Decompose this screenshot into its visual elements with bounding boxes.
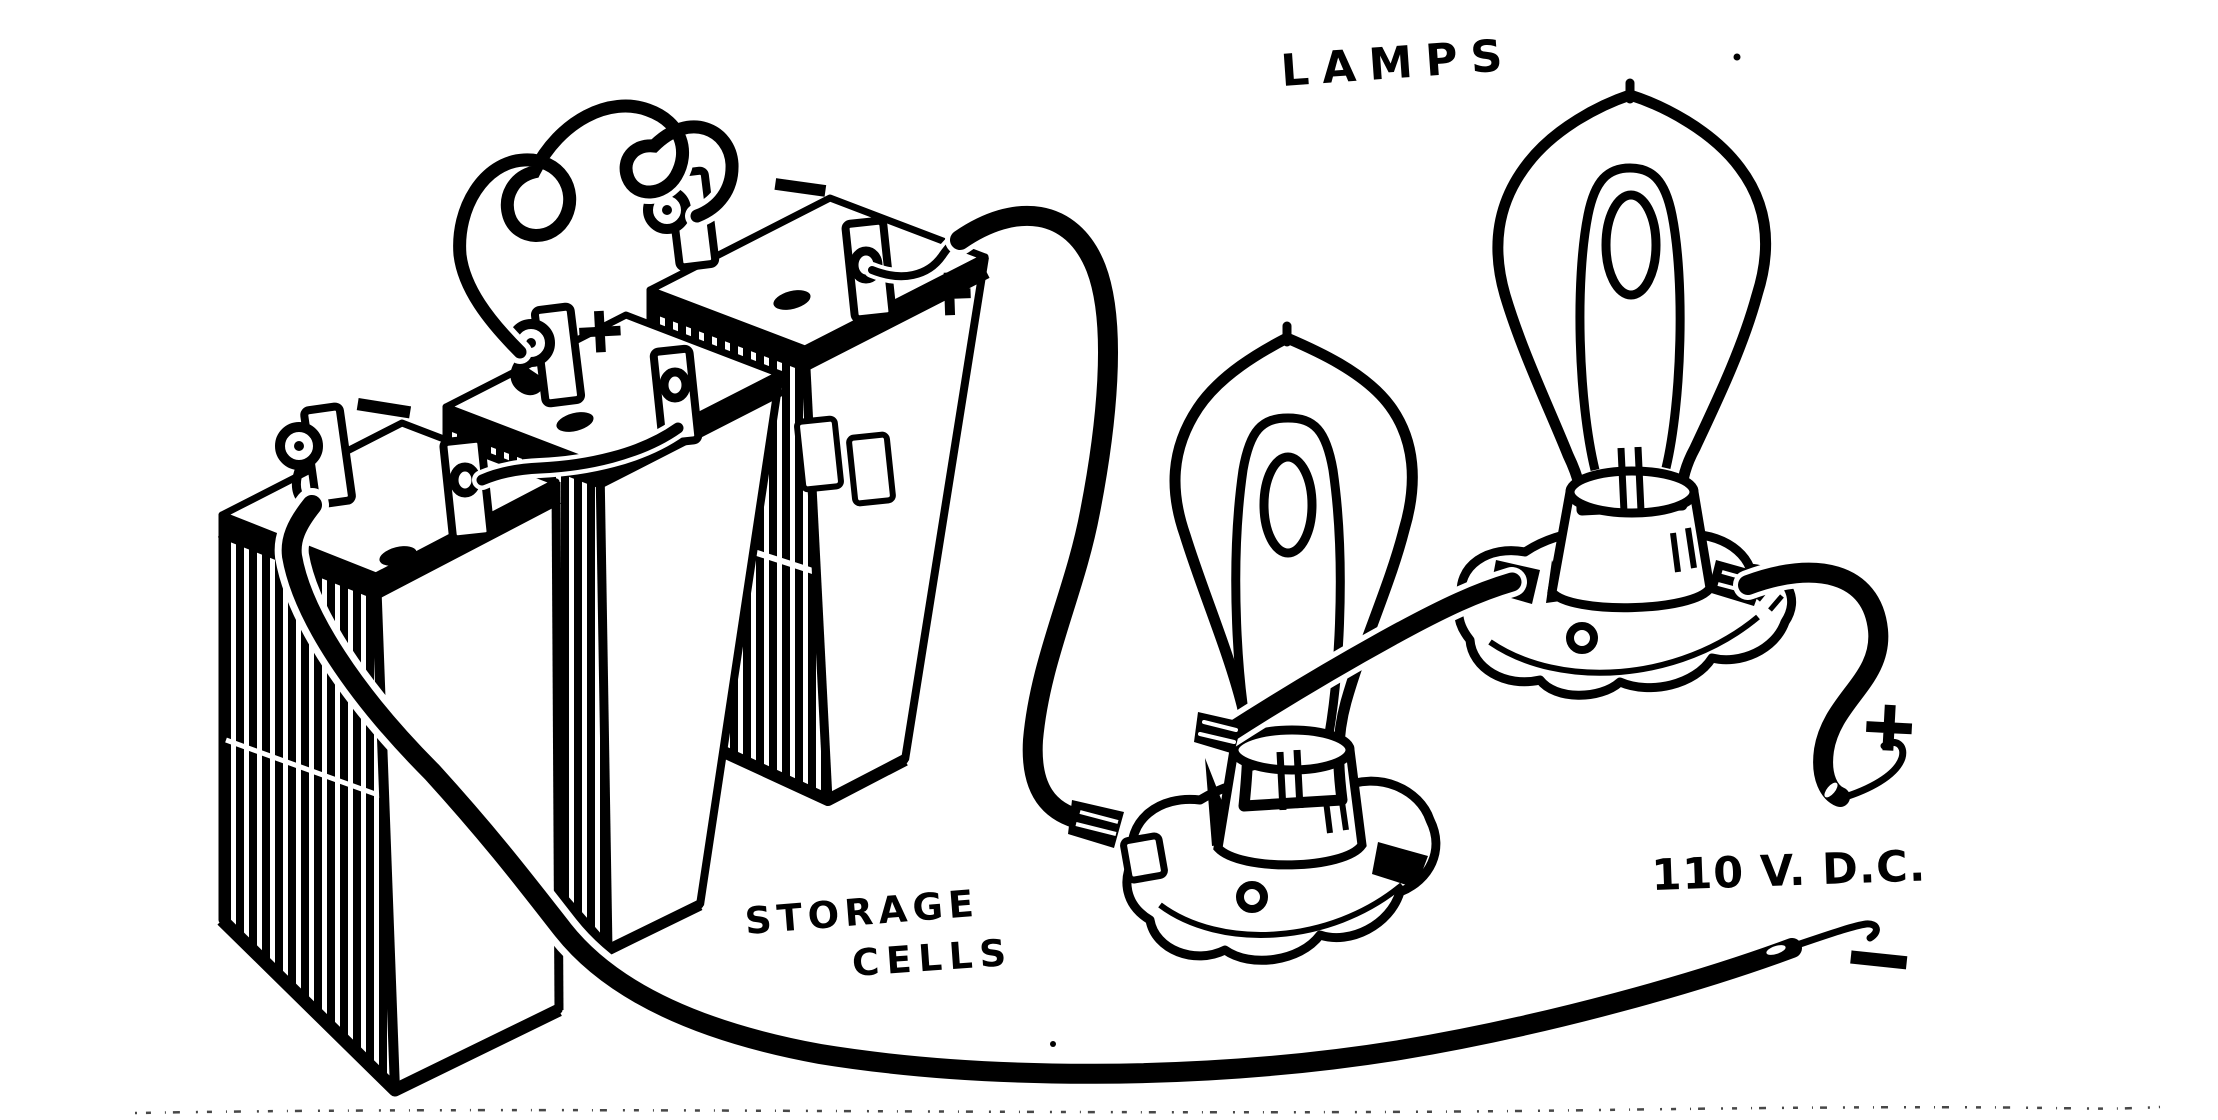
socket-to-socket-wire: [1194, 567, 1527, 754]
terminal-washer-center: [294, 441, 304, 451]
terminal-clamp: [510, 360, 546, 396]
filament-inner-loop: [1259, 452, 1317, 558]
filament-inner-loop: [1601, 190, 1661, 300]
bare-wire-slit: [1824, 782, 1838, 798]
terminal-hole: [659, 367, 691, 403]
cell-edge: [371, 575, 400, 1091]
clamp-wire-slits: [1075, 810, 1119, 836]
socket-screw-hole: [1236, 881, 1268, 913]
terminal-washer-center: [662, 205, 672, 215]
socket-rim: [1565, 466, 1699, 518]
cell-bottom-edge: [217, 915, 562, 1097]
storage-cell-left: [217, 402, 564, 1097]
polarity-cell-right-plus: +: [921, 255, 977, 331]
bulb-glass: [1492, 89, 1771, 516]
ink-speck: [1050, 1041, 1056, 1047]
polarity-cell-left-minus: −: [344, 355, 425, 457]
series-connector-wire: [472, 418, 688, 490]
ink-speck: [1733, 53, 1741, 61]
bulb-stem: [1276, 749, 1304, 811]
clamp-wire-slits: [1198, 720, 1238, 744]
cell-edge: [901, 256, 989, 761]
clamp-tab: [1120, 832, 1168, 884]
filler-cap: [379, 546, 417, 566]
socket-cup-ticks: [1670, 527, 1697, 573]
plate-gap: [225, 737, 393, 803]
polarity-cell-right-minus: −: [763, 136, 838, 233]
socket-right-clamp: [1372, 842, 1428, 888]
coil-jumper-wire: [447, 94, 744, 364]
socket-base-rim-line: [1488, 614, 1760, 676]
polarity-source-plus: +: [1859, 686, 1920, 768]
cell-edge: [595, 465, 613, 951]
filament-loop: [1231, 413, 1345, 772]
plate-strap: [846, 431, 896, 507]
bulb-glass: [1169, 332, 1418, 812]
socket-base-rim-line: [1158, 882, 1404, 938]
plate-strap: [794, 415, 844, 493]
cell-to-lamp-wire: [864, 200, 1123, 838]
bulb-stem: [1617, 446, 1645, 513]
label-source-rating: 110 V. D.C.: [1651, 841, 1927, 901]
filler-cap: [556, 412, 594, 432]
positive-lead-wire: [1733, 557, 1907, 812]
polarity-cell-middle-plus: +: [572, 292, 628, 368]
positive-lead-hook: [1838, 739, 1907, 802]
socket-screw-hole: [1566, 622, 1598, 654]
polarity-source-minus: −: [1839, 905, 1919, 1010]
negative-lead-hook: [1790, 920, 1880, 950]
negative-lead-wire: [274, 488, 1880, 1091]
bare-wire-slit: [1766, 945, 1786, 955]
filament-loop: [1575, 163, 1685, 472]
cell-edge: [696, 373, 784, 906]
filler-cap: [773, 290, 811, 310]
